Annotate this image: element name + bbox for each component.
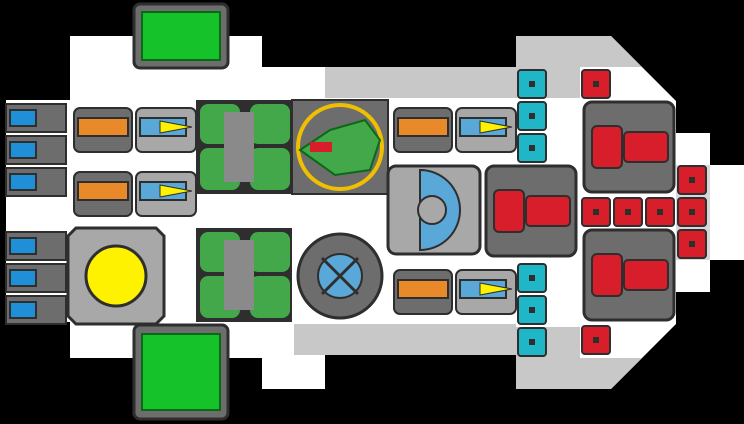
hull-bow-stripe-bottom bbox=[516, 327, 642, 389]
red-cannon[interactable] bbox=[582, 228, 676, 322]
left-battery-cells bbox=[5, 103, 67, 325]
green-tank-top[interactable] bbox=[196, 100, 292, 194]
top-pad[interactable] bbox=[132, 2, 230, 70]
weapon-turret[interactable] bbox=[73, 107, 197, 153]
red-cannon-group bbox=[484, 100, 676, 322]
blue-reactor[interactable] bbox=[296, 232, 384, 320]
fighter-bay[interactable] bbox=[291, 99, 389, 195]
node-group bbox=[517, 69, 707, 357]
red-node[interactable] bbox=[677, 229, 707, 259]
cyan-node[interactable] bbox=[517, 69, 547, 99]
battery-cell[interactable] bbox=[5, 231, 67, 261]
reactor-core[interactable] bbox=[66, 226, 166, 326]
weapon-turret[interactable] bbox=[393, 107, 517, 153]
weapon-turret[interactable] bbox=[73, 171, 197, 217]
battery-cell[interactable] bbox=[5, 263, 67, 293]
battery-cell[interactable] bbox=[5, 135, 67, 165]
cyan-node[interactable] bbox=[517, 263, 547, 293]
battery-cell[interactable] bbox=[5, 103, 67, 133]
cyan-node[interactable] bbox=[517, 327, 547, 357]
turret-group bbox=[73, 107, 517, 315]
red-node[interactable] bbox=[645, 197, 675, 227]
hull-corridor-top bbox=[325, 67, 516, 98]
hull-corridor-bottom bbox=[294, 324, 516, 355]
red-node[interactable] bbox=[581, 325, 611, 355]
battery-cell[interactable] bbox=[5, 167, 67, 197]
red-node[interactable] bbox=[581, 197, 611, 227]
cyan-node[interactable] bbox=[517, 295, 547, 325]
red-cannon[interactable] bbox=[582, 100, 676, 194]
red-node[interactable] bbox=[677, 197, 707, 227]
hull-bow-stripe-top bbox=[516, 36, 642, 98]
battery-cell[interactable] bbox=[5, 295, 67, 325]
cyan-node[interactable] bbox=[517, 133, 547, 163]
cyan-node[interactable] bbox=[517, 101, 547, 131]
red-node[interactable] bbox=[581, 69, 611, 99]
weapon-turret[interactable] bbox=[393, 269, 517, 315]
red-node[interactable] bbox=[677, 165, 707, 195]
shield-dome[interactable] bbox=[386, 164, 482, 256]
red-cannon[interactable] bbox=[484, 164, 578, 258]
bottom-pad[interactable] bbox=[132, 323, 230, 421]
green-tank-bottom[interactable] bbox=[196, 228, 292, 322]
red-node[interactable] bbox=[613, 197, 643, 227]
